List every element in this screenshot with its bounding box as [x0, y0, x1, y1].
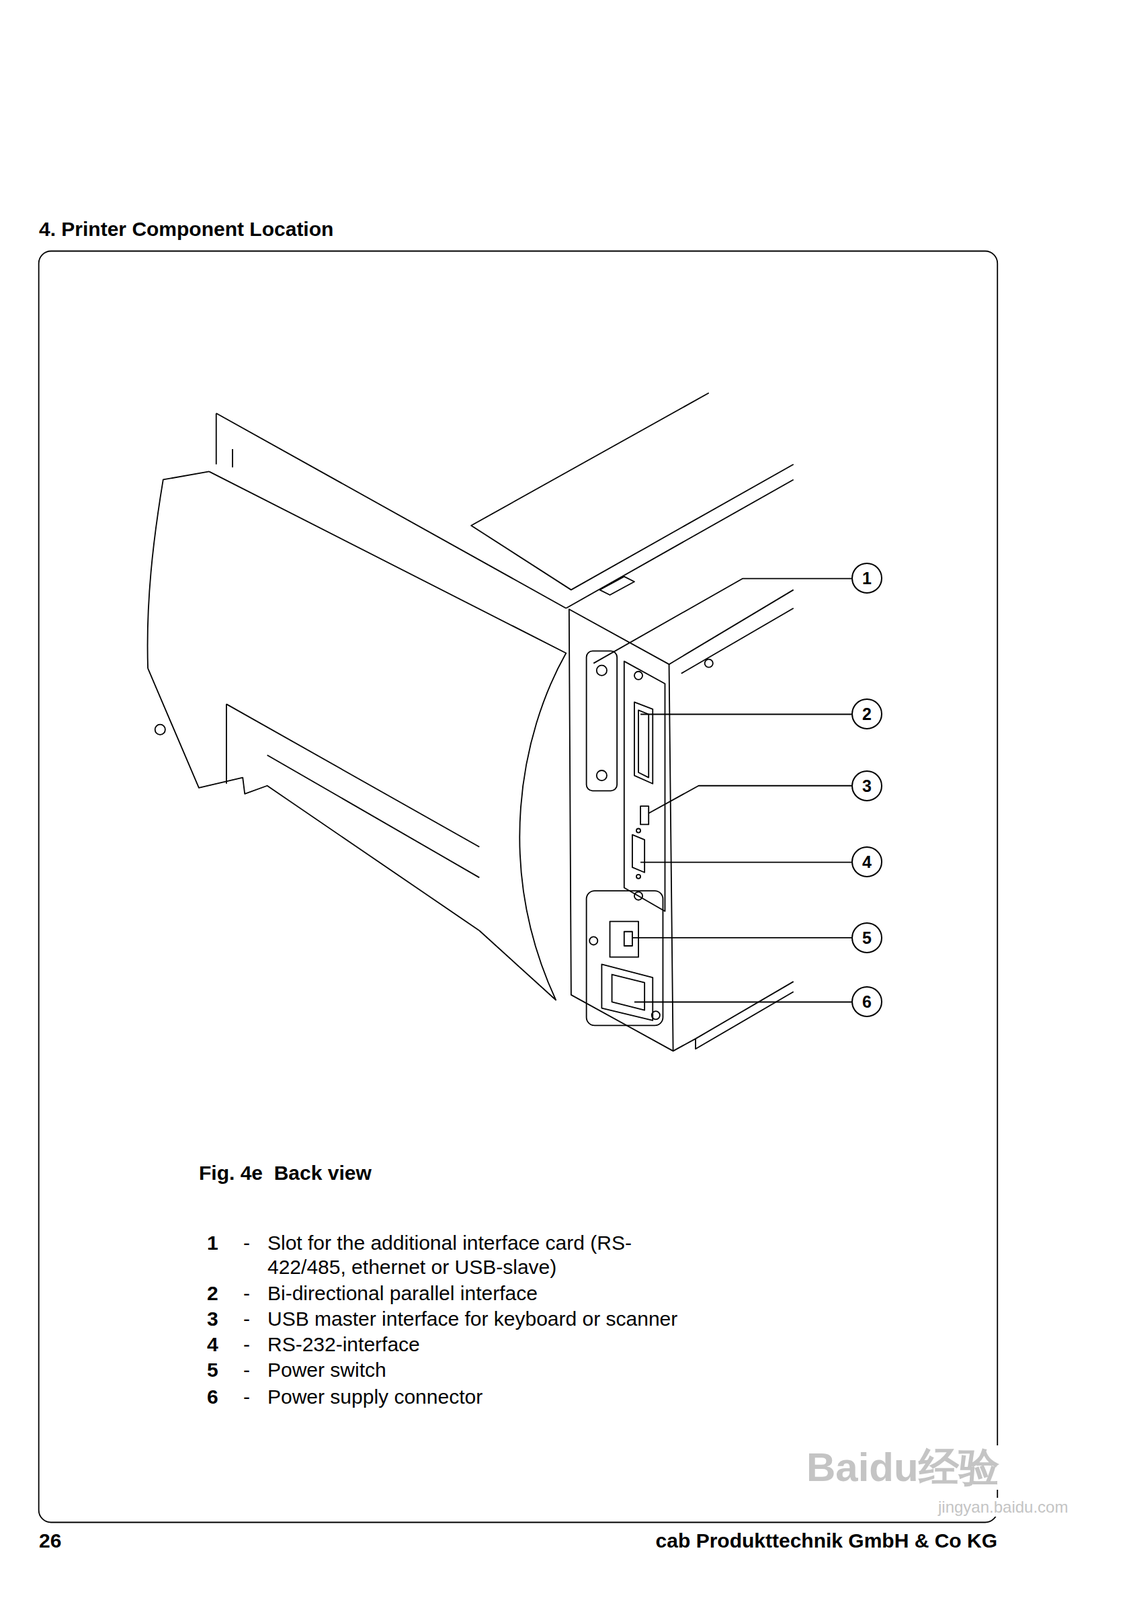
item-dash: - [243, 1357, 250, 1382]
watermark-url: jingyan.baidu.com [935, 1497, 1071, 1517]
callout-number: 4 [862, 853, 872, 871]
callout-circle: 2 [851, 698, 883, 730]
screw [651, 1010, 660, 1019]
item-description: USB master interface for keyboard or sca… [267, 1306, 678, 1331]
back-plate [569, 608, 674, 1051]
cover [225, 703, 228, 783]
power-switch [624, 931, 633, 946]
housing-edge [215, 413, 218, 465]
item-description: Power supply connector [267, 1384, 483, 1409]
item-description: Power switch [267, 1357, 387, 1382]
callout-number: 3 [862, 777, 872, 795]
page-heading: 4. Printer Component Location [38, 217, 334, 242]
callout-circle: 3 [851, 770, 883, 802]
side-edge [681, 608, 794, 674]
item-description: RS-232-interface [267, 1331, 421, 1357]
item-dash: - [243, 1306, 250, 1331]
callout-number: 1 [862, 569, 872, 587]
item-dash: - [243, 1331, 250, 1357]
figure-caption: Fig. 4e Back view [198, 1160, 372, 1185]
power-module [586, 890, 664, 1025]
screw [596, 770, 607, 781]
item-number: 1 [206, 1230, 219, 1255]
side-edge [695, 991, 794, 1049]
knob [155, 724, 166, 735]
callout-circle: 5 [851, 922, 883, 953]
leader-line [593, 578, 852, 664]
screw [589, 936, 598, 945]
screw [636, 827, 641, 832]
screw [596, 665, 607, 676]
item-dash: - [243, 1384, 250, 1409]
power-switch [610, 921, 639, 957]
housing-edge [231, 448, 234, 468]
item-number: 3 [206, 1306, 219, 1331]
power-connector [601, 963, 653, 1020]
cover [267, 754, 480, 877]
leader-line [634, 1001, 852, 1003]
watermark: Baidu经验 [803, 1444, 1002, 1490]
power-connector [612, 974, 646, 1011]
item-dash: - [243, 1230, 250, 1255]
leader-line [640, 861, 852, 863]
callout-circle: 6 [851, 985, 883, 1017]
top-panel [471, 392, 794, 590]
side-edge [673, 981, 794, 1051]
item-description: Slot for the additional interface card (… [267, 1230, 644, 1279]
side-edge [669, 589, 794, 664]
item-description: Bi-directional parallel interface [267, 1280, 538, 1306]
callout-circle: 1 [851, 562, 883, 594]
item-number: 6 [206, 1384, 219, 1409]
housing-edge [216, 413, 567, 609]
screw [634, 671, 643, 680]
callout-number: 5 [862, 929, 872, 947]
cover [226, 703, 480, 847]
page-number: 26 [38, 1528, 62, 1553]
page-frame [38, 251, 998, 1523]
cover [208, 471, 566, 1000]
callout-circle: 4 [851, 846, 883, 877]
item-number: 5 [206, 1357, 219, 1382]
leader-line [632, 936, 852, 939]
usb-port [640, 805, 649, 824]
screw [634, 891, 643, 900]
screw [704, 659, 714, 668]
parallel-port [638, 709, 649, 777]
leader-line [640, 713, 852, 716]
item-number: 2 [206, 1280, 219, 1306]
cover [147, 667, 480, 931]
cover [147, 471, 210, 668]
housing-edge [565, 479, 793, 608]
callout-number: 6 [862, 993, 872, 1011]
leader-line [648, 785, 852, 814]
screw [636, 874, 641, 879]
company-footer: cab Produkttechnik GmbH & Co KG [655, 1528, 998, 1553]
card-slot [586, 650, 618, 791]
rs232-port [632, 834, 645, 873]
io-plate [624, 661, 666, 912]
item-dash: - [243, 1280, 250, 1306]
callout-number: 2 [862, 705, 872, 723]
item-number: 4 [206, 1331, 219, 1357]
